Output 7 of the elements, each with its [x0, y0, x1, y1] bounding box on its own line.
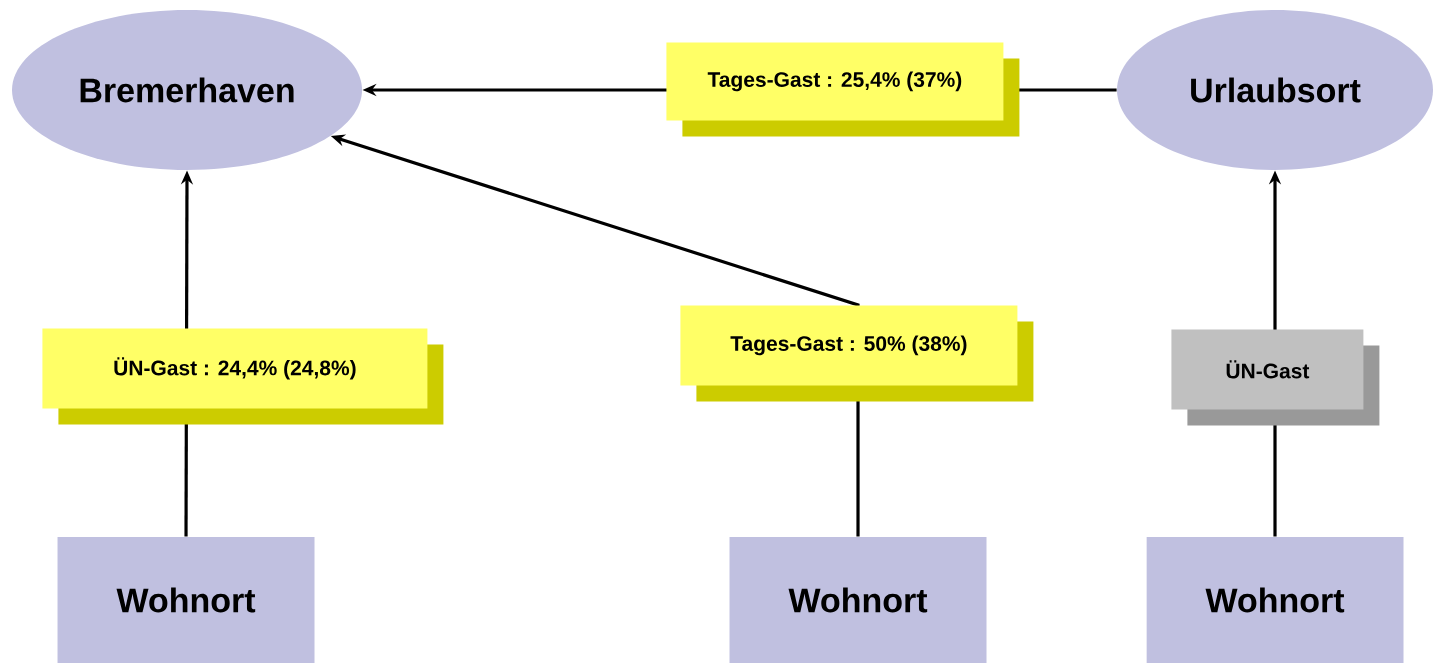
place-box: Wohnort: [729, 537, 987, 663]
edge-label: Tages-Gast : 50% (38%): [680, 305, 1034, 402]
edge-label: Tages-Gast : 25,4% (37%): [666, 42, 1020, 137]
edge-label: ÜN-Gast : 24,4% (24,8%): [42, 328, 444, 425]
place-box: Wohnort: [57, 537, 315, 663]
edge-label: ÜN-Gast: [1171, 329, 1380, 426]
place-box: Wohnort: [1146, 537, 1404, 663]
